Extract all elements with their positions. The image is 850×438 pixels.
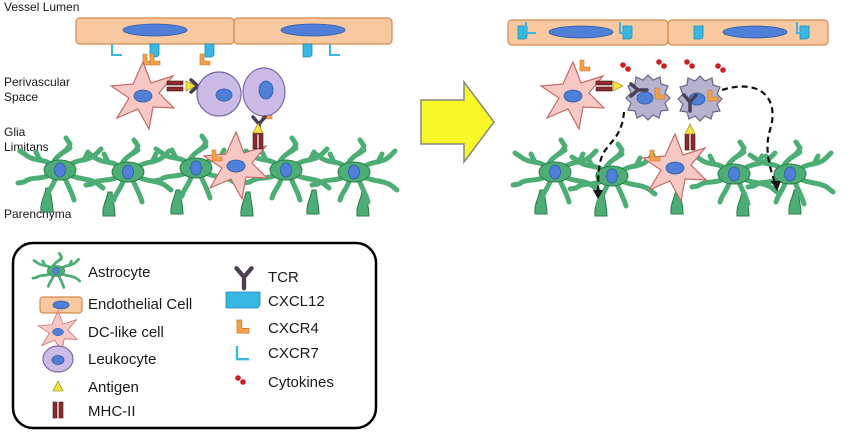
cxcl12-icon bbox=[225, 291, 261, 309]
right-panel bbox=[507, 19, 833, 217]
endothelial-nucleus bbox=[280, 23, 346, 37]
migration-path-arrow bbox=[721, 85, 778, 187]
arrowhead bbox=[593, 190, 603, 199]
leukocyte-icon bbox=[42, 345, 74, 373]
astrocyte-row bbox=[18, 136, 397, 217]
cytokines bbox=[715, 63, 726, 73]
cytokines bbox=[656, 59, 667, 69]
mhc-ii-complex bbox=[252, 132, 264, 150]
mhc-ii-complex bbox=[684, 133, 696, 151]
endothelial-nucleus bbox=[548, 25, 614, 39]
leukocyte bbox=[196, 71, 242, 117]
cytokines bbox=[684, 59, 695, 69]
legend-label-cytokines: Cytokines bbox=[268, 374, 334, 391]
left-panel: Vessel Lumen Perivascular Space Glia Lim… bbox=[4, 0, 397, 221]
legend-label-antigen: Antigen bbox=[88, 379, 139, 396]
antigen bbox=[612, 80, 624, 92]
legend-label-cxcr7: CXCR7 bbox=[268, 345, 319, 362]
legend-label-astrocyte: Astrocyte bbox=[88, 264, 151, 281]
legend-label-cxcl12: CXCL12 bbox=[268, 293, 325, 310]
endothelial-nucleus bbox=[122, 23, 188, 37]
antigen bbox=[252, 122, 264, 134]
cxcr4-receptor bbox=[579, 59, 591, 72]
dc-like-cell bbox=[540, 61, 605, 130]
vessel-lumen-label: Vessel Lumen bbox=[4, 0, 79, 14]
transition-arrow bbox=[420, 79, 495, 165]
endothelial-cell-icon bbox=[39, 296, 83, 314]
legend: Astrocyte Endothelial Cell DC-like cell … bbox=[11, 241, 378, 430]
mhc-ii-complex bbox=[166, 80, 184, 92]
legend-label-mhc: MHC-II bbox=[88, 403, 136, 420]
legend-box bbox=[11, 241, 378, 430]
cxcr7-receptor bbox=[111, 43, 123, 56]
mhc-ii-complex bbox=[595, 80, 613, 92]
legend-label-leukocyte: Leukocyte bbox=[88, 351, 156, 368]
perivascular-label-line1: Perivascular bbox=[4, 75, 70, 89]
cxcl12-chemokine bbox=[693, 25, 704, 40]
legend-label-tcr: TCR bbox=[268, 269, 299, 286]
arrowhead bbox=[771, 181, 781, 191]
cxcl12-chemokine bbox=[302, 43, 313, 58]
endothelial-nucleus bbox=[722, 25, 788, 39]
leukocyte bbox=[242, 67, 286, 117]
cxcl12-chemokine bbox=[204, 43, 215, 58]
dc-like-cell bbox=[110, 61, 175, 130]
legend-label-cxcr4: CXCR4 bbox=[268, 320, 319, 337]
migration-path-arrow bbox=[596, 111, 626, 197]
glia-label-line2: Limitans bbox=[4, 140, 49, 154]
legend-label-endothelial: Endothelial Cell bbox=[88, 296, 192, 313]
cytokines bbox=[620, 62, 631, 72]
glia-label-line1: Glia bbox=[4, 125, 26, 139]
parenchyma-label: Parenchyma bbox=[4, 207, 72, 221]
dc-like-cell bbox=[203, 131, 268, 200]
cxcr7-receptor bbox=[329, 43, 341, 56]
antigen bbox=[684, 123, 696, 135]
perivascular-label-line2: Space bbox=[4, 90, 38, 104]
legend-label-dc: DC-like cell bbox=[88, 324, 164, 341]
